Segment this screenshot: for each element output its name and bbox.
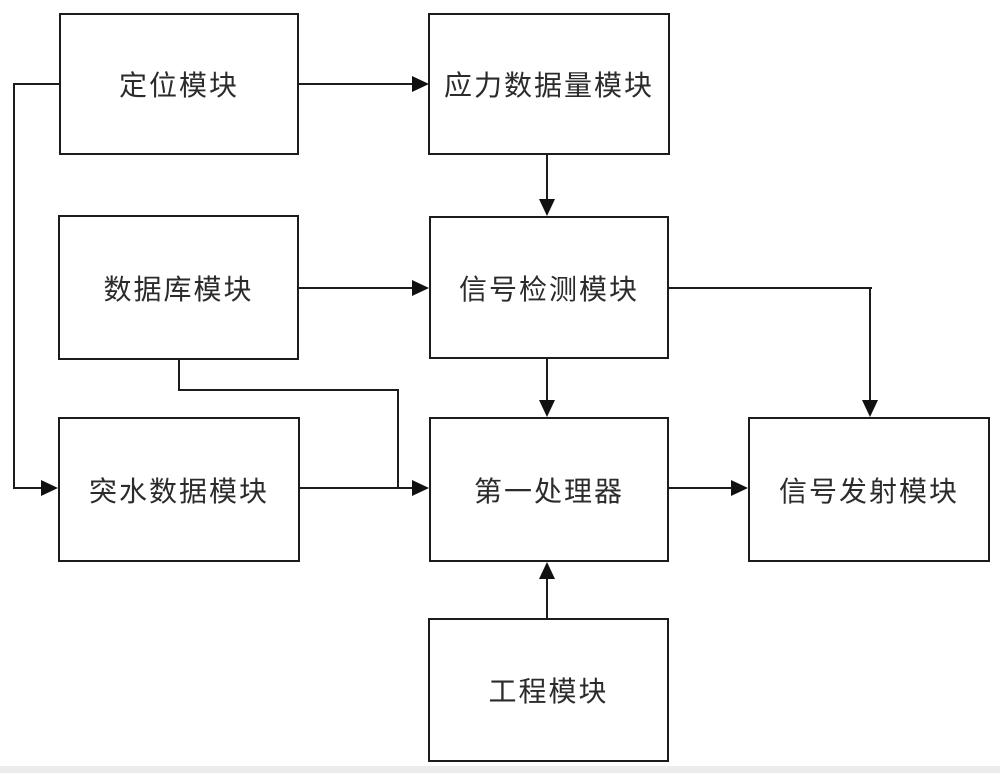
- node-engineering-module-label: 工程模块: [488, 677, 609, 708]
- node-signal-detection-module-label: 信号检测模块: [458, 274, 639, 306]
- node-signal-transmit-module: 信号发射模块: [748, 417, 990, 562]
- edge-water-to-processor-arrowhead-icon: [412, 480, 429, 496]
- edge-database-to-detection-line: [299, 287, 414, 289]
- node-database-module-label: 数据库模块: [103, 274, 254, 306]
- edge-database-to-detection-arrowhead-icon: [412, 280, 429, 296]
- edge-processor-to-transmit-line: [669, 487, 732, 489]
- edge-engineering-to-processor-line: [546, 578, 548, 618]
- edge-detection-to-transmit-line-h: [669, 287, 872, 289]
- node-first-processor-label: 第一处理器: [473, 476, 624, 508]
- edge-positioning-to-water-line-h1: [13, 83, 59, 85]
- edge-positioning-to-water-line-h2: [13, 487, 43, 489]
- edge-stress-to-detection-arrowhead-icon: [539, 199, 555, 216]
- node-positioning-module: 定位模块: [59, 13, 299, 155]
- node-water-inrush-data-module: 突水数据模块: [58, 417, 300, 562]
- node-first-processor: 第一处理器: [429, 417, 669, 562]
- edge-detection-to-processor-arrowhead-icon: [539, 400, 555, 417]
- edge-engineering-to-processor-arrowhead-icon: [539, 562, 555, 579]
- edge-detection-to-transmit-arrowhead-icon: [862, 400, 878, 417]
- node-stress-data-module-label: 应力数据量模块: [443, 71, 654, 102]
- edge-positioning-to-water-line-v: [13, 83, 15, 489]
- node-water-inrush-data-module-label: 突水数据模块: [88, 476, 269, 508]
- edge-water-to-processor-line: [300, 487, 414, 489]
- edge-positioning-to-stress-line: [299, 83, 414, 85]
- edge-stress-to-detection-line: [546, 155, 548, 201]
- scan-artifact-band: [0, 766, 1000, 773]
- edge-detection-to-processor-line: [546, 359, 548, 403]
- node-positioning-module-label: 定位模块: [118, 71, 239, 102]
- node-signal-detection-module: 信号检测模块: [429, 216, 669, 359]
- node-stress-data-module: 应力数据量模块: [428, 13, 670, 155]
- edge-positioning-to-water-arrowhead-icon: [41, 480, 58, 496]
- edge-detection-to-transmit-line-v: [869, 287, 871, 402]
- edge-database-to-processor-line-v2: [397, 389, 399, 488]
- node-signal-transmit-module-label: 信号发射模块: [778, 476, 959, 508]
- edge-positioning-to-stress-arrowhead-icon: [412, 76, 429, 92]
- node-engineering-module: 工程模块: [428, 618, 669, 762]
- node-database-module: 数据库模块: [58, 215, 299, 360]
- edge-processor-to-transmit-arrowhead-icon: [731, 480, 748, 496]
- edge-database-to-processor-line-h: [178, 389, 399, 391]
- edge-database-to-processor-line-v1: [178, 360, 180, 391]
